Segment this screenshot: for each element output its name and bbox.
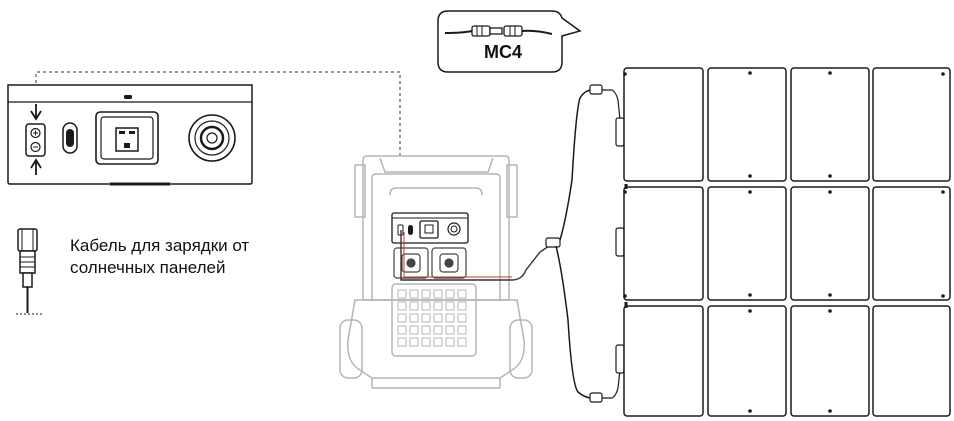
- mc4-label: MC4: [483, 42, 522, 62]
- solar-panel-array: [623, 67, 951, 417]
- solar-panel: [707, 186, 787, 301]
- solar-panel: [707, 67, 787, 182]
- mc4-connectors-top: [589, 84, 625, 147]
- solar-panel: [872, 305, 951, 417]
- dashed-guide-line: [35, 71, 401, 232]
- arrow-up-icon: [30, 158, 42, 175]
- cable-caption: Кабель для зарядки от солнечных панелей: [70, 235, 310, 279]
- solar-panel: [790, 67, 870, 182]
- station-input-cable: [400, 230, 553, 281]
- vent-grille: [397, 289, 467, 347]
- panel-mounting-holes: [623, 71, 945, 413]
- solar-cable-plug: [16, 228, 42, 315]
- toggle-switch: [62, 122, 78, 154]
- red-wire: [403, 232, 512, 278]
- mc4-junction: [545, 89, 593, 399]
- solar-panel: [790, 186, 870, 301]
- solar-panel: [872, 186, 951, 301]
- cable-caption-line2: солнечных панелей: [70, 258, 226, 277]
- solar-panel: [623, 67, 704, 182]
- mc4-callout: [437, 10, 582, 73]
- solar-input-port: [25, 123, 46, 157]
- ac-outlet: [95, 111, 159, 165]
- solar-panel: [872, 67, 951, 182]
- port-panel-zoom: [7, 84, 253, 186]
- mc4-connectors-middle: [615, 227, 625, 257]
- solar-panel: [790, 305, 870, 417]
- round-socket: [188, 114, 236, 162]
- mc4-connectors-bottom: [589, 344, 625, 403]
- mc4-connector-icon: [444, 25, 553, 37]
- arrow-down-icon: [30, 104, 42, 121]
- solar-panel: [623, 186, 704, 301]
- cable-caption-line1: Кабель для зарядки от: [70, 236, 250, 255]
- solar-panel: [707, 305, 787, 417]
- solar-panel: [623, 305, 704, 417]
- station-port-panel: [391, 212, 469, 244]
- station-outlets: [393, 247, 467, 279]
